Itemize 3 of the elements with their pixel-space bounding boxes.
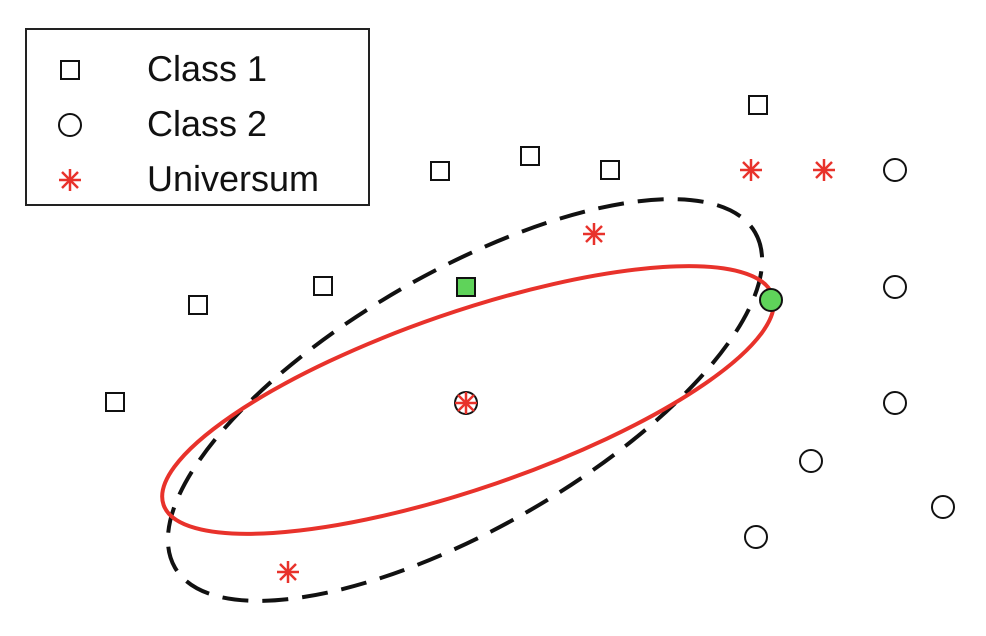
legend-text: Universum bbox=[147, 159, 320, 199]
legend-text: Class 1 bbox=[147, 49, 268, 89]
legend-text: Class 2 bbox=[147, 104, 268, 144]
